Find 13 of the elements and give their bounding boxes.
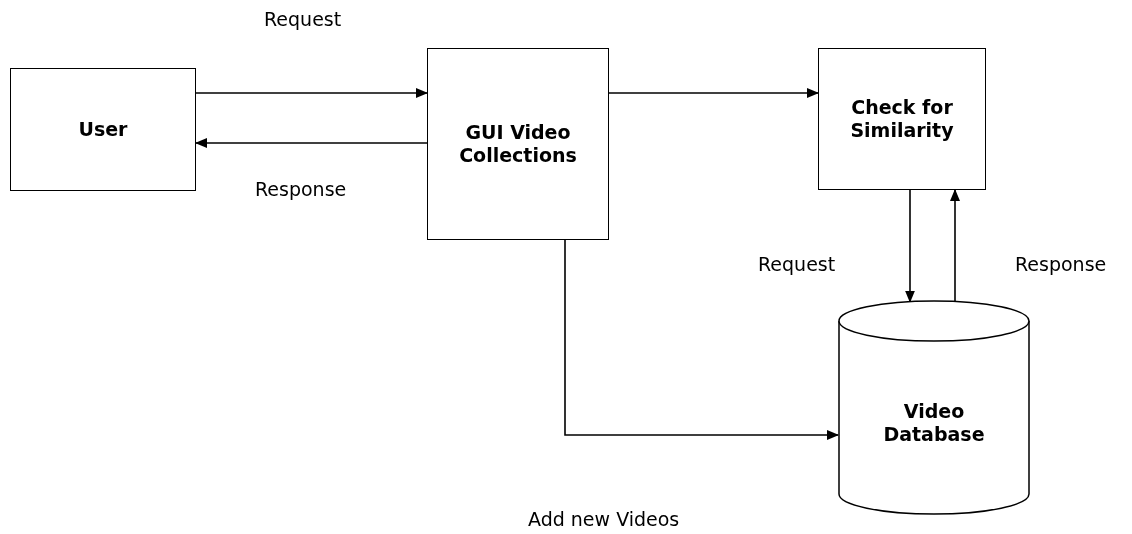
arrow [564, 239, 839, 440]
node-label: Video Database [882, 399, 986, 446]
arrow [950, 189, 960, 303]
process-box [427, 48, 609, 240]
node-label: User [78, 118, 128, 141]
process-box [10, 68, 196, 191]
node-label: GUI Video Collections [459, 121, 577, 167]
arrow [905, 189, 915, 303]
arrow [195, 88, 428, 98]
process-box [818, 48, 986, 190]
arrow [608, 88, 819, 98]
node-label: Check for Similarity [849, 96, 955, 142]
arrow [195, 138, 428, 148]
